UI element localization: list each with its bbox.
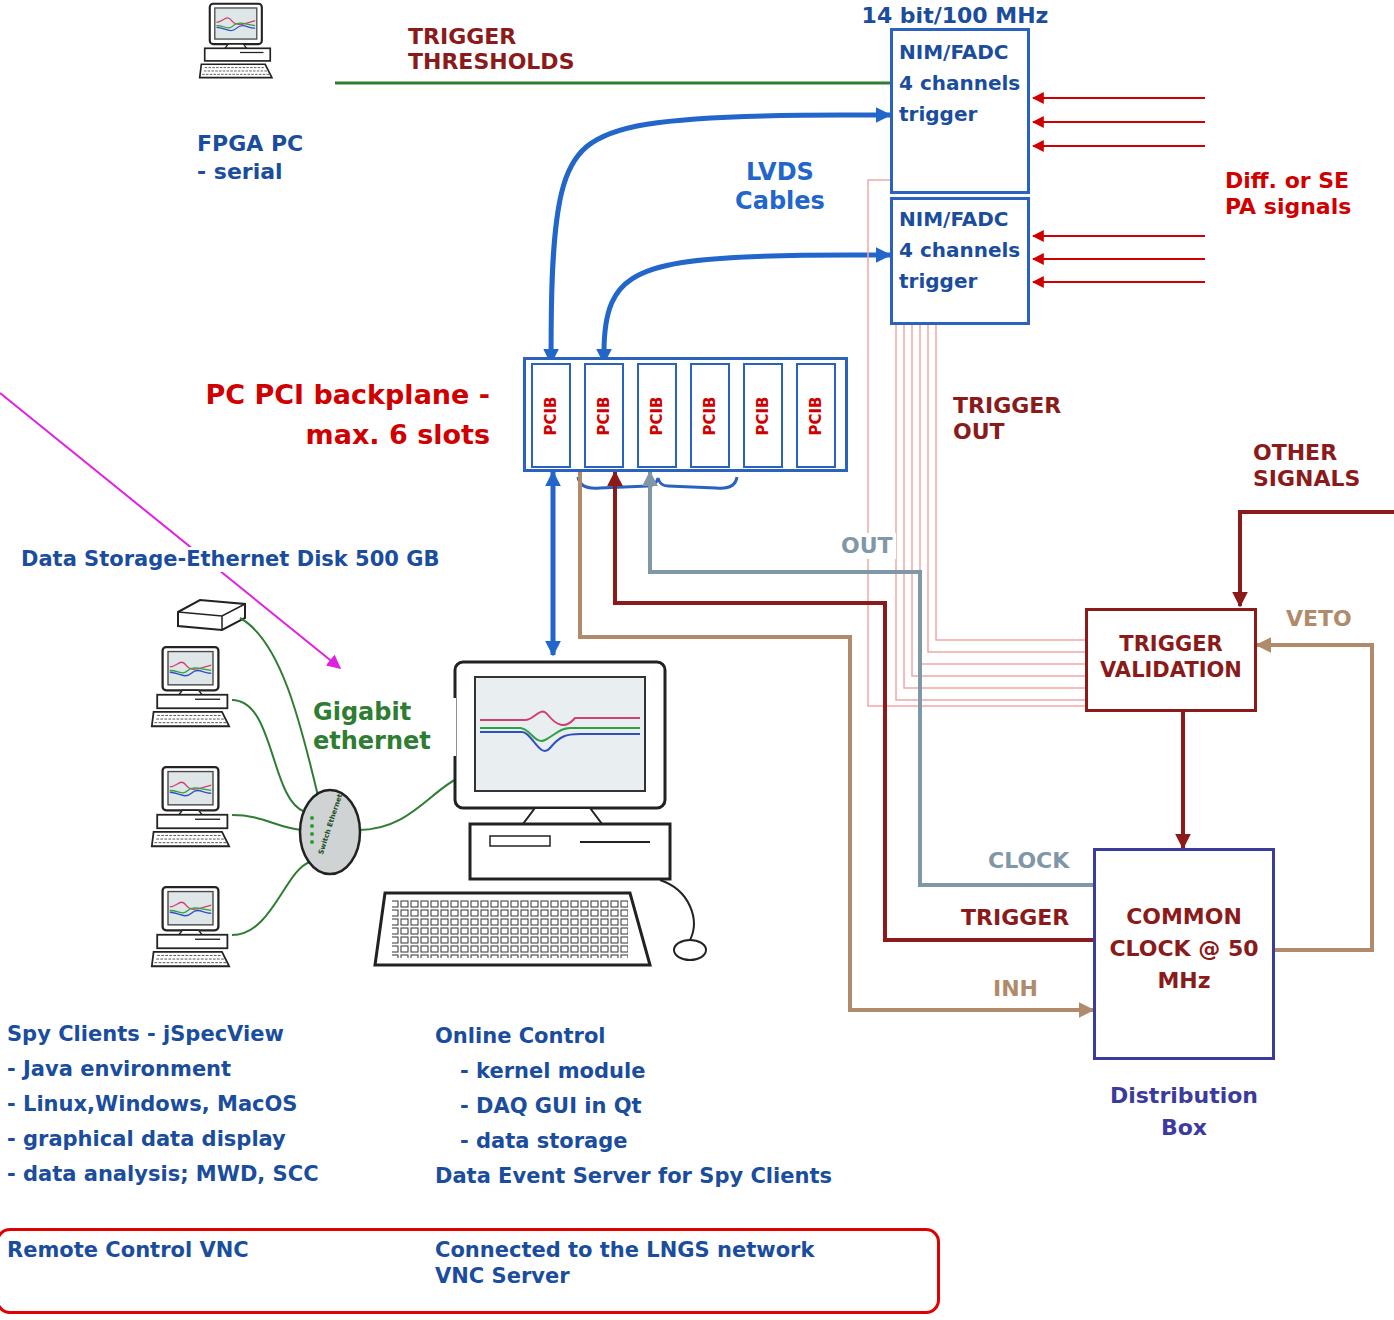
node-text: Distribution Box	[1093, 1080, 1275, 1144]
network-label: Gigabit ethernet	[310, 698, 456, 756]
connector	[335, 82, 890, 85]
leader-line	[0, 393, 340, 668]
disk-icon	[178, 600, 245, 630]
connector	[551, 115, 890, 363]
node-text: - kernel module	[460, 1058, 900, 1084]
connector	[580, 472, 1093, 1010]
node-text: Data Event Server for Spy Clients	[435, 1163, 925, 1189]
bus-bracket	[578, 477, 737, 488]
pcib-slot: PCIB	[743, 363, 783, 468]
box-outline: PCIB	[743, 363, 783, 468]
switch-label: Switch Ethernet	[316, 790, 345, 858]
distribution-box: COMMON CLOCK @ 50 MHzDistribution Box	[1093, 848, 1275, 1158]
node-text: - DAQ GUI in Qt	[460, 1093, 900, 1119]
edge-label: TRIGGER THRESHOLDS	[405, 24, 641, 75]
node-text: PCIB	[701, 396, 720, 435]
signal-name: OUT	[838, 533, 896, 559]
fadc-module: NIM/FADC 4 channels trigger 14 bit/100 MH…	[855, 2, 1055, 194]
connector	[650, 472, 1093, 885]
box-outline: PCIB	[531, 363, 571, 468]
node-text: FPGA PC - serial	[197, 130, 309, 185]
pcib-slot: PCIB	[690, 363, 730, 468]
fadc-module: NIM/FADC 4 channels trigger	[890, 197, 1030, 325]
node-text: PCIB	[542, 396, 561, 435]
node-text: TRIGGER VALIDATION	[1092, 631, 1250, 684]
connector	[604, 255, 890, 363]
node-text: 14 bit/100 MHz	[855, 2, 1055, 30]
edge-label: TRIGGER	[958, 905, 1072, 931]
edge-label: CLOCK	[985, 848, 1072, 874]
pci-backplane: PC PCI backplane - max. 6 slots PCIB PCIB P…	[40, 355, 850, 475]
connector	[936, 325, 1085, 640]
connector	[1181, 712, 1185, 848]
node-text: NIM/FADC 4 channels trigger	[899, 37, 1025, 130]
box-outline: PCIB	[637, 363, 677, 468]
box-outline: PCIB	[584, 363, 624, 468]
edge-label: TRIGGER OUT	[950, 393, 1086, 446]
box-outline: NIM/FADC 4 channels trigger	[890, 197, 1030, 325]
daq-computer: Online Control - kernel module - DAQ GUI i…	[380, 655, 935, 1200]
trigger-validation-box: TRIGGER VALIDATION	[1085, 608, 1257, 712]
edge-label: VETO	[1283, 606, 1355, 632]
client-note: - Java environment	[4, 1057, 234, 1082]
node-text: PCIB	[648, 396, 667, 435]
node-text: Online Control	[435, 1023, 915, 1049]
client-note: Spy Clients - jSpecView	[4, 1022, 287, 1047]
pcib-slot: PCIB	[531, 363, 571, 468]
box-outline: PCIB	[796, 363, 836, 468]
pcib-slot: PCIB	[584, 363, 624, 468]
node-text: NIM/FADC 4 channels trigger	[899, 204, 1025, 297]
edge-label: LVDS Cables	[712, 158, 848, 216]
node-text: PCIB	[807, 396, 826, 435]
node-text: PC PCI backplane - max. 6 slots	[150, 375, 490, 455]
box-outline: Remote Control VNC Connected to the LNGS …	[0, 1228, 940, 1314]
node-text: Connected to the LNGS network VNC Server	[435, 1237, 855, 1290]
ethernet-switch	[300, 790, 360, 874]
connector	[868, 180, 1085, 706]
edge-label: INH	[990, 976, 1041, 1002]
signal-name: OTHER SIGNALS	[1250, 440, 1394, 493]
fpga-pc: FPGA PC - serial	[195, 5, 335, 190]
client-note: - graphical data display	[4, 1127, 289, 1152]
node-text: PCIB	[754, 396, 773, 435]
box-outline: TRIGGER VALIDATION	[1085, 608, 1257, 712]
signal-name: Diff. or SE PA signals	[1222, 168, 1370, 221]
connector	[551, 472, 556, 655]
pcib-slot: PCIB	[637, 363, 677, 468]
connector	[615, 472, 1093, 940]
pcib-slot: PCIB	[796, 363, 836, 468]
storage-label: Data Storage-Ethernet Disk 500 GB	[18, 547, 443, 572]
other-signals-line	[1240, 512, 1394, 606]
node-text: Remote Control VNC	[7, 1237, 387, 1263]
trigger-out-wires	[896, 325, 1085, 700]
box-outline: COMMON CLOCK @ 50 MHz	[1093, 848, 1275, 1060]
node-text: PCIB	[595, 396, 614, 435]
node-text: - data storage	[460, 1128, 900, 1154]
box-outline: NIM/FADC 4 channels trigger	[890, 28, 1030, 194]
remote-control-box: Remote Control VNC Connected to the LNGS …	[0, 1228, 940, 1314]
ethernet-wires	[232, 618, 462, 935]
pa-signal-arrows	[1033, 98, 1205, 282]
box-outline: PCIB	[690, 363, 730, 468]
node-text: COMMON CLOCK @ 50 MHz	[1104, 901, 1264, 997]
client-note: - Linux,Windows, MacOS	[4, 1092, 300, 1117]
client-note: - data analysis; MWD, SCC	[4, 1162, 322, 1187]
